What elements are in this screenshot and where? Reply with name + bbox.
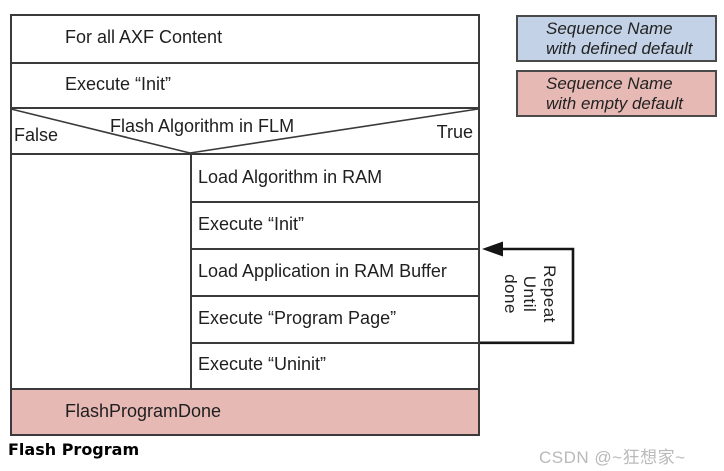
step-flash-program-done: FlashProgramDone xyxy=(65,401,222,422)
step-execute-init: Execute “Init” xyxy=(65,73,172,94)
divider-row1-row2 xyxy=(10,62,480,64)
repeat-until-done-note: Repeat Until done xyxy=(501,252,559,336)
diagram-caption: Flash Program xyxy=(8,440,140,459)
flowchart-outline xyxy=(10,14,480,436)
step-load-algorithm: Load Algorithm in RAM xyxy=(198,166,383,187)
divider-step3-step4 xyxy=(190,295,480,297)
divider-body-final xyxy=(10,388,480,390)
final-row-fill xyxy=(12,389,478,434)
legend-defined-default: Sequence Name with defined default xyxy=(516,15,717,62)
step-execute-uninit: Execute “Uninit” xyxy=(198,354,327,375)
repeat-note-line3: done xyxy=(500,274,520,314)
decision-false-label: False xyxy=(14,125,59,146)
legend-defined-default-label: Sequence Name with defined default xyxy=(546,18,693,58)
repeat-note-line1: Repeat xyxy=(540,265,559,323)
divider-decision-body xyxy=(10,153,480,155)
step-load-application: Load Application in RAM Buffer xyxy=(198,260,447,281)
decision-label: Flash Algorithm in FLM xyxy=(110,116,295,137)
step-for-all-axf-content: For all AXF Content xyxy=(65,27,223,48)
decision-true-label: True xyxy=(436,122,473,143)
csdn-watermark: CSDN @~狂想家~ xyxy=(539,448,686,467)
divider-step1-step2 xyxy=(190,201,480,203)
divider-step2-step3 xyxy=(190,248,480,250)
legend-empty-default: Sequence Name with empty default xyxy=(516,70,717,117)
divider-step4-step5 xyxy=(190,342,480,344)
branch-divider xyxy=(190,153,192,388)
divider-row2-decision xyxy=(10,107,480,109)
step-execute-init-2: Execute “Init” xyxy=(198,213,305,234)
repeat-note-line2: Until xyxy=(520,275,540,313)
legend-empty-default-label: Sequence Name with empty default xyxy=(546,73,684,113)
step-execute-program-page: Execute “Program Page” xyxy=(198,307,397,328)
